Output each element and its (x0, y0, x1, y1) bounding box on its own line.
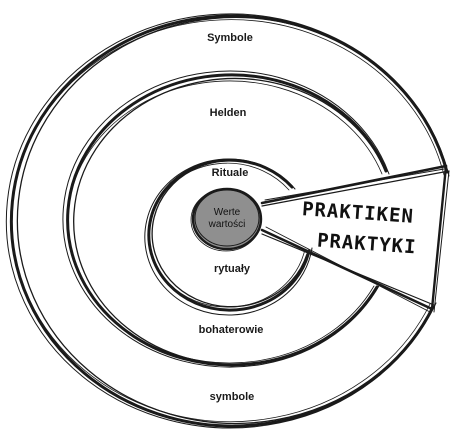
core-label: Werte wartości (196, 207, 258, 231)
outer-layer-top-label: Symbole (170, 32, 290, 45)
second-layer-top-label: Helden (168, 107, 288, 120)
third-layer-bottom-label: rytuały (172, 263, 292, 276)
second-layer-bottom-label: bohaterowie (171, 324, 291, 337)
core-label-polish: wartości (196, 219, 258, 231)
outer-layer-bottom-label: symbole (172, 391, 292, 404)
core-label-german: Werte (196, 207, 258, 219)
third-layer-top-label: Rituale (170, 167, 290, 180)
